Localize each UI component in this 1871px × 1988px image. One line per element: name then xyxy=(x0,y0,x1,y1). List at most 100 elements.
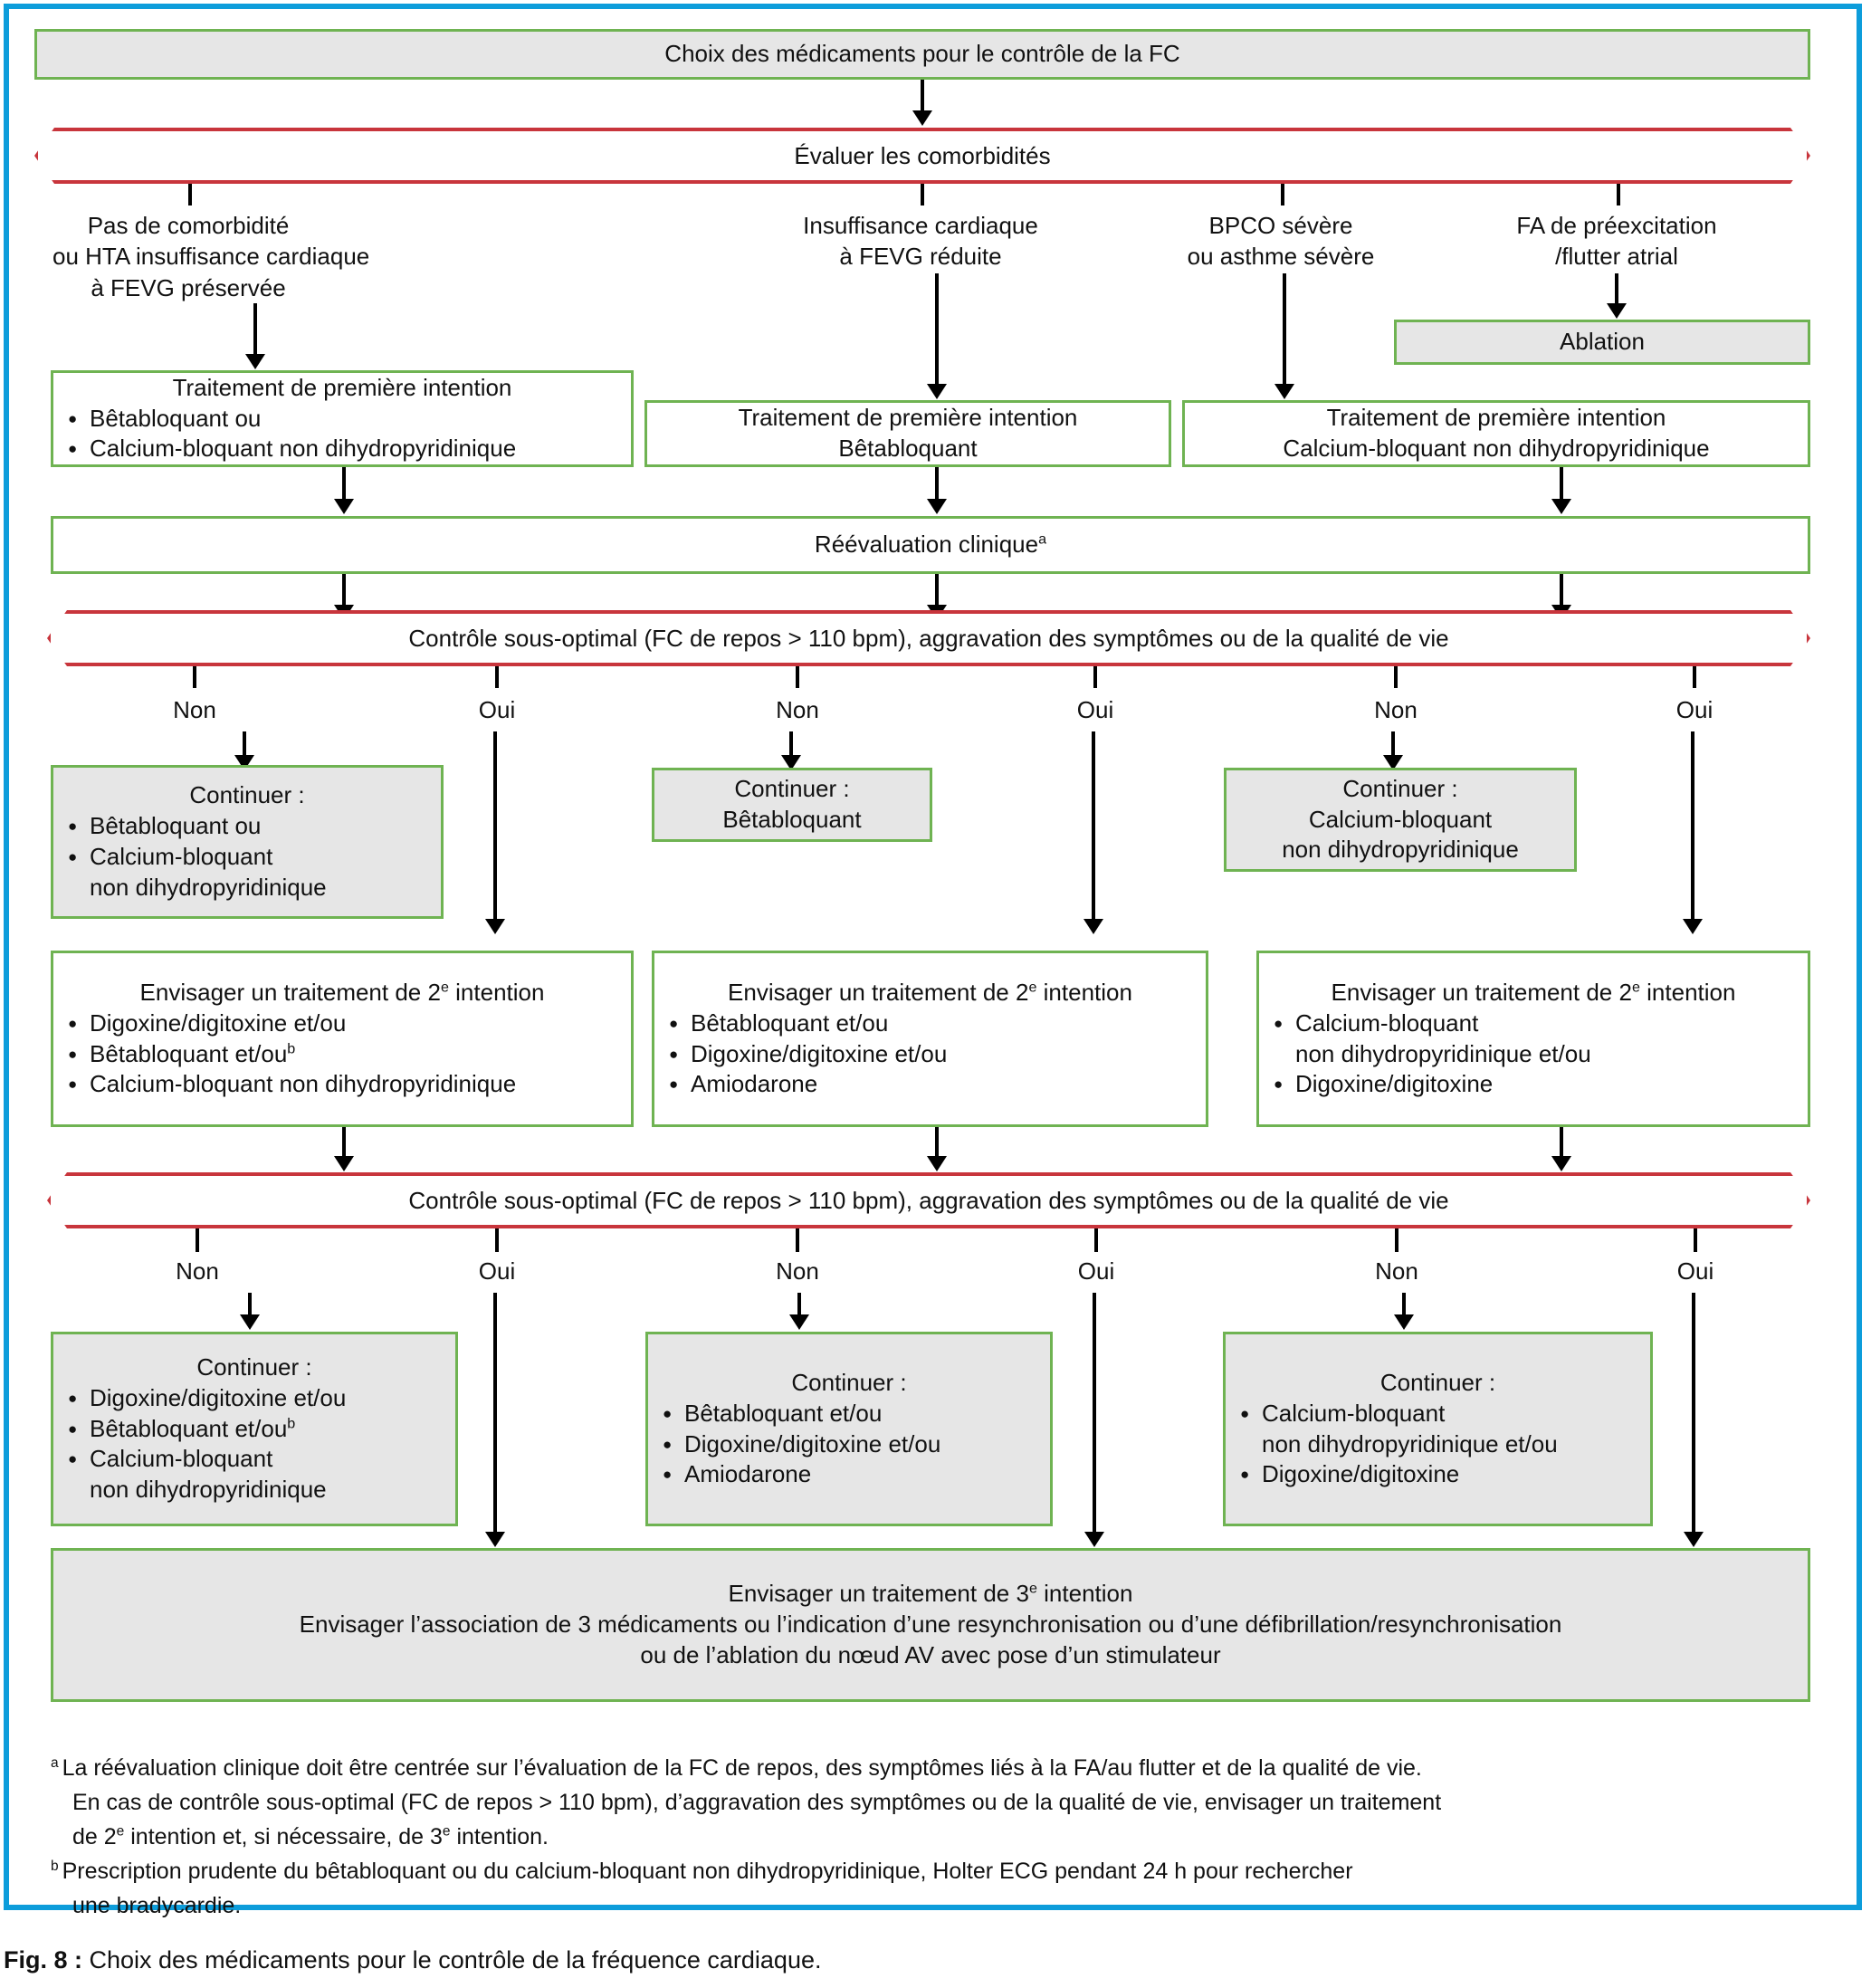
connector-firstline-right-to-reassess xyxy=(1560,467,1563,501)
decision1-label-oui-1: Oui xyxy=(478,696,516,723)
node-third-line-line2: Envisager l’association de 3 médicaments… xyxy=(299,1610,1562,1639)
node-third-line-title: Envisager un traitement de 3e intention xyxy=(728,1580,1133,1608)
connector-firstline-left-to-reassess xyxy=(342,467,346,501)
list-item: Bêtabloquant et/ou xyxy=(661,1399,1037,1429)
arrowhead-preexcited-to-ablation xyxy=(1607,303,1627,319)
node-continue-1-right-title: Continuer : xyxy=(1342,774,1458,802)
node-continue-2-left-title: Continuer : xyxy=(196,1353,312,1381)
list-item: Amiodarone xyxy=(661,1459,1037,1490)
node-continue-2-middle-items: Bêtabloquant et/ou Digoxine/digitoxine e… xyxy=(661,1399,1037,1490)
arrowhead-decision1-oui1 xyxy=(485,919,505,934)
node-third-line-treatment: Envisager un traitement de 3e intention … xyxy=(51,1548,1810,1702)
node-first-line-right: Traitement de première intention Calcium… xyxy=(1182,400,1810,467)
node-continue-2-middle: Continuer : Bêtabloquant et/ou Digoxine/… xyxy=(645,1332,1053,1526)
list-item: non dihydropyridinique et/ou xyxy=(1262,1429,1558,1458)
node-continue-1-middle-item: Bêtabloquant xyxy=(722,806,862,833)
list-item: Bêtabloquant ou xyxy=(66,404,618,435)
node-evaluate-comorbidities: Évaluer les comorbidités xyxy=(34,128,1810,184)
decision2-stub-oui-2 xyxy=(1094,1228,1098,1252)
node-first-line-right-item: Calcium-bloquant non dihydropyridinique xyxy=(1283,435,1710,462)
connector-secondline-middle-to-decision2 xyxy=(935,1127,939,1158)
node-second-line-left: Envisager un traitement de 2e intention … xyxy=(51,951,634,1127)
list-item: Bêtabloquant et/ou xyxy=(667,1008,1193,1039)
node-decision-suboptimal-1: Contrôle sous-optimal (FC de repos > 110… xyxy=(47,610,1810,666)
decision1-stub-oui-3 xyxy=(1693,666,1696,688)
connector-decision1-oui2 xyxy=(1092,731,1095,921)
node-third-line-line3: ou de l’ablation du nœud AV avec pose d’… xyxy=(640,1640,1221,1668)
node-continue-2-right-items: Calcium-bloquant non dihydropyridinique … xyxy=(1238,1399,1637,1490)
connector-decision2-non3 xyxy=(1402,1293,1406,1316)
arrowhead-decision1-non3 xyxy=(1383,755,1403,770)
connector-decision2-non2 xyxy=(797,1293,801,1316)
decision1-stub-non-1 xyxy=(193,666,196,688)
branch-label-preexcited-af: FA de préexcitation /flutter atrial xyxy=(1516,212,1717,271)
connector-decision2-oui2 xyxy=(1093,1293,1096,1534)
decision2-label-oui-3: Oui xyxy=(1676,1257,1714,1285)
figure-caption-text: Choix des médicaments pour le contrôle d… xyxy=(82,1946,822,1974)
arrowhead-decision2-non3 xyxy=(1394,1314,1414,1330)
node-continue-2-left-items: Digoxine/digitoxine et/ou Bêtabloquant e… xyxy=(66,1383,443,1505)
list-item: Calcium-bloquant non dihydropyridinique xyxy=(66,434,618,464)
decision1-stub-non-2 xyxy=(796,666,799,688)
node-second-line-left-items: Digoxine/digitoxine et/ou Bêtabloquant e… xyxy=(66,1008,618,1100)
connector-decision2-oui3 xyxy=(1692,1293,1695,1534)
connector-nocomorbidity-to-firstline xyxy=(253,303,257,356)
branch-stub-3 xyxy=(1281,184,1284,205)
footnote-a-line-3: de 2e intention et, si nécessaire, de 3e… xyxy=(72,1823,549,1849)
branch-label-heart-failure: Insuffisance cardiaque à FEVG réduite xyxy=(803,212,1038,271)
list-item: Digoxine/digitoxine et/ou xyxy=(66,1383,443,1414)
node-continue-2-right-title: Continuer : xyxy=(1379,1368,1496,1396)
figure-caption: Fig. 8 : Choix des médicaments pour le c… xyxy=(4,1946,821,1974)
node-first-line-left-title: Traitement de première intention xyxy=(172,373,512,401)
arrowhead-firstline-right-to-reassess xyxy=(1551,499,1571,514)
figure-caption-label: Fig. 8 : xyxy=(4,1946,82,1974)
list-item: non dihydropyridinique xyxy=(90,1476,327,1504)
decision2-stub-non-3 xyxy=(1395,1228,1398,1252)
arrowhead-copd-to-firstline xyxy=(1274,384,1294,399)
list-item: non dihydropyridinique et/ou xyxy=(1295,1039,1591,1067)
list-item: Bêtabloquant ou xyxy=(66,811,428,842)
connector-decision1-non1 xyxy=(243,731,246,757)
connector-copd-to-firstline xyxy=(1283,273,1286,386)
list-item: Calcium-bloquant xyxy=(66,842,428,873)
decision2-stub-oui-1 xyxy=(495,1228,499,1252)
node-start-label: Choix des médicaments pour le contrôle d… xyxy=(664,40,1180,68)
branch-label-copd-asthma: BPCO sévère ou asthme sévère xyxy=(1187,212,1375,271)
footnote-a-marker: a xyxy=(51,1754,59,1771)
node-continue-1-left-title: Continuer : xyxy=(189,781,305,809)
connector-decision1-oui1 xyxy=(493,731,497,921)
footnote-b-line-2: une bradycardie. xyxy=(72,1893,242,1918)
node-first-line-right-title: Traitement de première intention xyxy=(1326,404,1666,432)
connector-decision2-oui1 xyxy=(493,1293,497,1534)
node-clinical-reassessment: Réévaluation cliniquea xyxy=(51,516,1810,574)
node-continue-1-right: Continuer : Calcium-bloquant non dihydro… xyxy=(1224,768,1577,872)
list-item: Calcium-bloquant xyxy=(1272,1008,1795,1039)
node-second-line-right: Envisager un traitement de 2e intention … xyxy=(1256,951,1810,1127)
arrowhead-decision2-non2 xyxy=(789,1314,809,1330)
node-continue-2-right: Continuer : Calcium-bloquant non dihydro… xyxy=(1223,1332,1653,1526)
connector-reassess-to-decision1-a xyxy=(342,574,346,607)
connector-decision2-non1 xyxy=(248,1293,252,1316)
node-first-line-middle-title: Traitement de première intention xyxy=(738,404,1078,432)
arrowhead-decision2-oui1 xyxy=(485,1532,505,1547)
list-item: Bêtabloquant et/oub xyxy=(66,1414,443,1445)
decision2-label-non-1: Non xyxy=(176,1257,219,1285)
footnote-b-marker: b xyxy=(51,1858,59,1874)
arrowhead-firstline-middle-to-reassess xyxy=(927,499,947,514)
arrowhead-secondline-left-to-decision2 xyxy=(334,1156,354,1171)
list-item: Calcium-bloquant xyxy=(1238,1399,1637,1429)
decision2-label-oui-2: Oui xyxy=(1077,1257,1115,1285)
node-first-line-left: Traitement de première intention Bêtablo… xyxy=(51,370,634,467)
arrowhead-decision1-oui2 xyxy=(1083,919,1103,934)
list-item: Digoxine/digitoxine et/ou xyxy=(661,1429,1037,1460)
list-item: Calcium-bloquant non dihydropyridinique xyxy=(66,1069,618,1100)
node-continue-1-middle-title: Continuer : xyxy=(734,775,850,803)
list-item: Calcium-bloquant xyxy=(66,1444,443,1475)
node-first-line-middle-item: Bêtabloquant xyxy=(838,435,978,462)
connector-decision1-non3 xyxy=(1391,731,1395,757)
list-item: Digoxine/digitoxine et/ou xyxy=(66,1008,618,1039)
branch-stub-2 xyxy=(921,184,924,205)
connector-secondline-right-to-decision2 xyxy=(1560,1127,1563,1158)
